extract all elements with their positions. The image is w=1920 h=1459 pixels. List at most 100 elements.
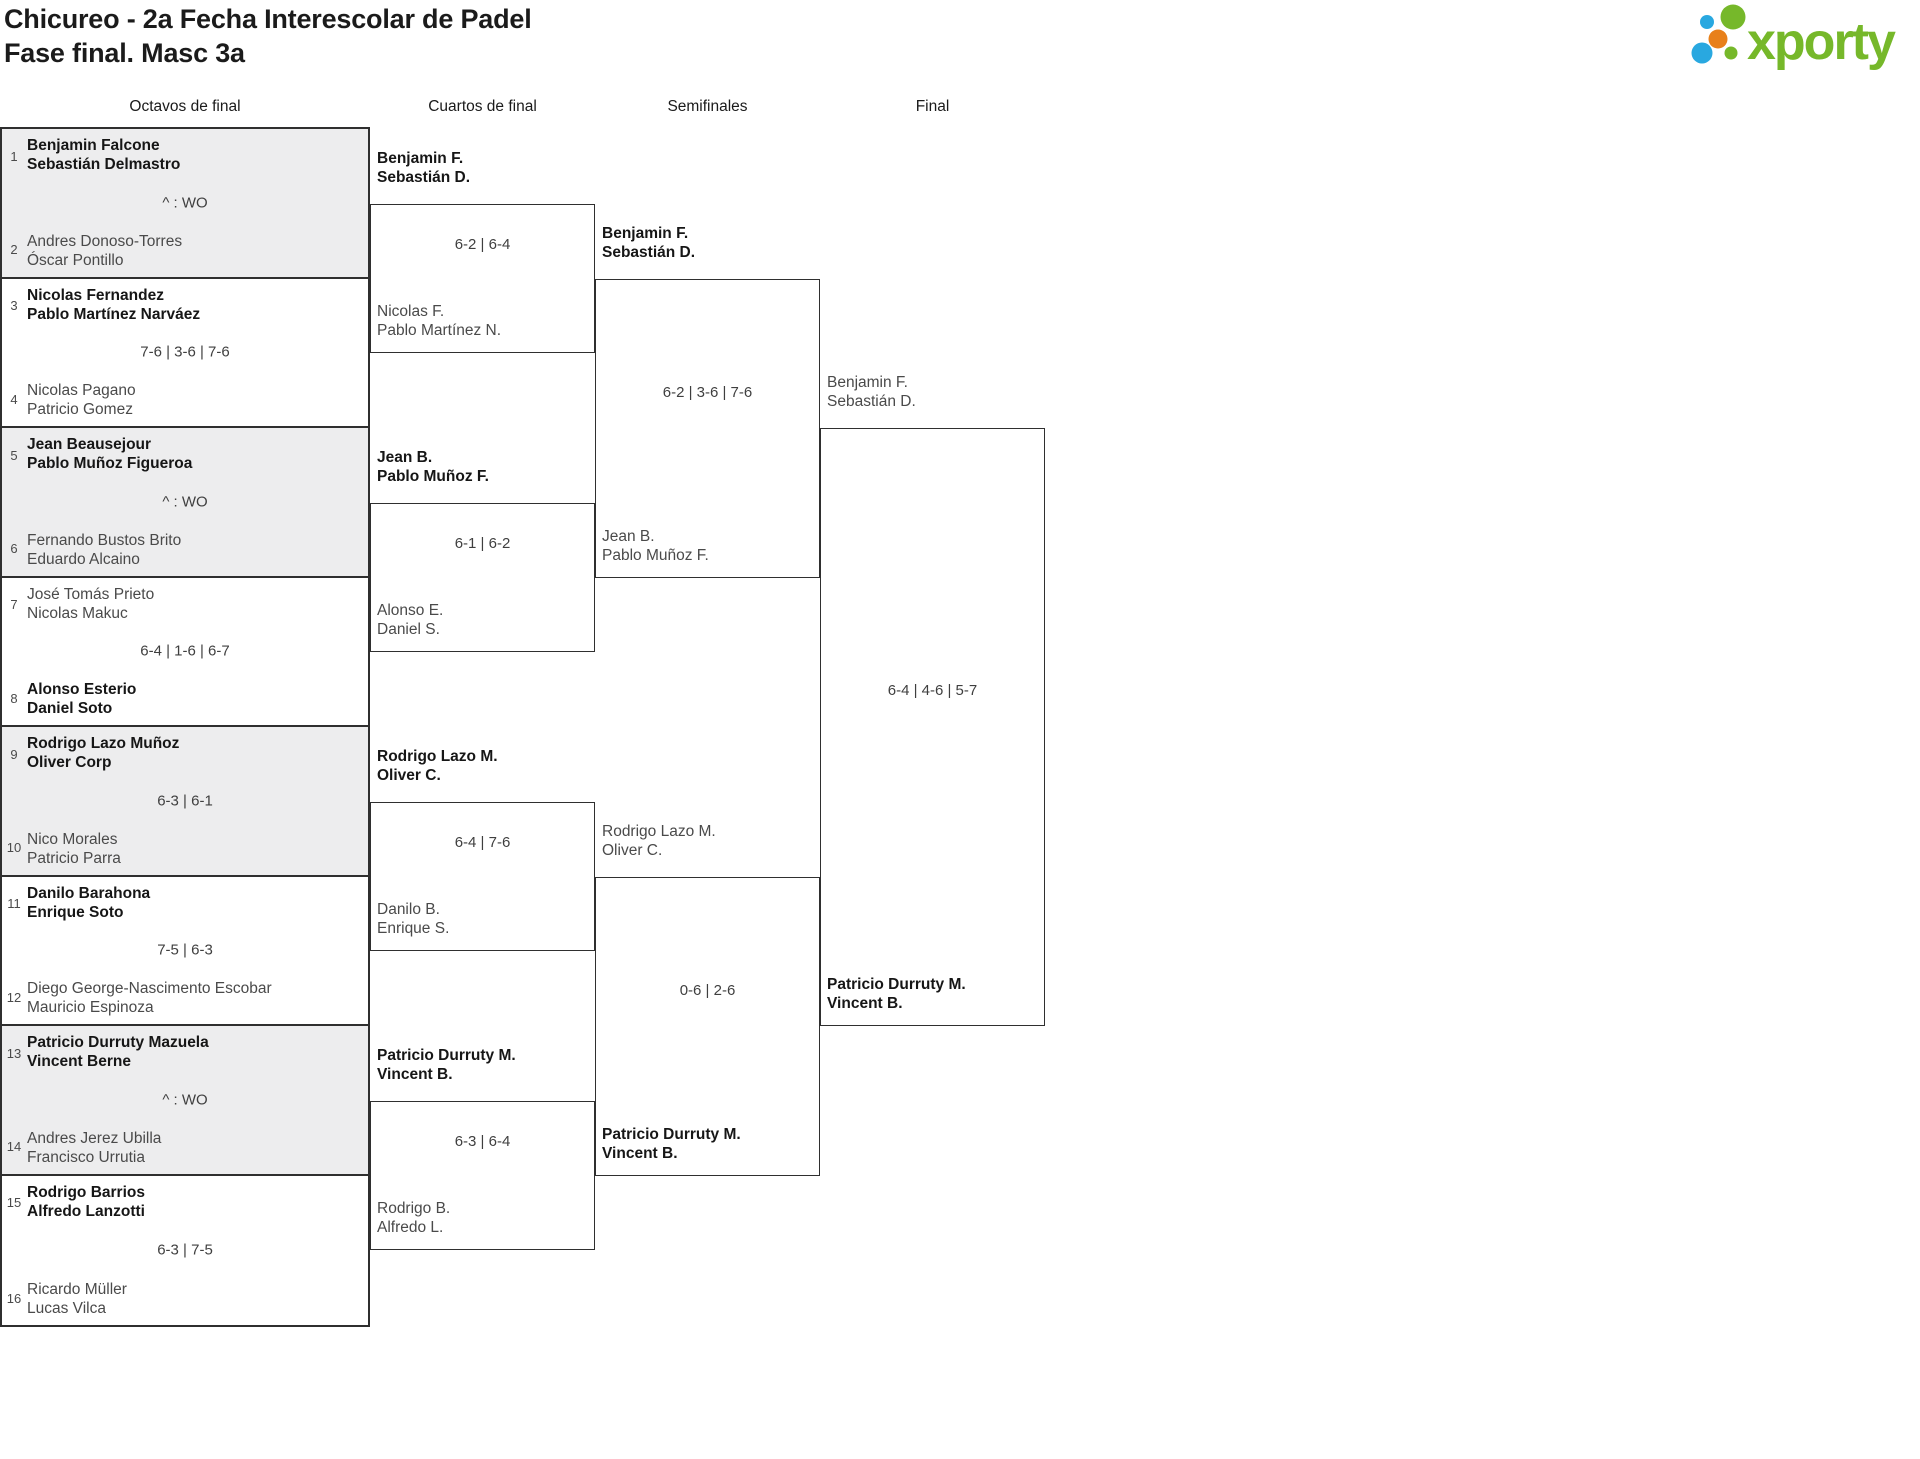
seed-number: 10 <box>6 840 22 855</box>
player-name: Rodrigo Lazo M. <box>377 747 498 765</box>
player-name: Sebastián D. <box>827 393 916 410</box>
seed-number: 14 <box>6 1139 22 1154</box>
player-name: Rodrigo Barrios <box>27 1183 145 1201</box>
team-pair: Nico Morales Patricio Parra <box>27 830 121 868</box>
column-header-final: Final <box>915 98 950 115</box>
team-pair: Rodrigo B. Alfredo L. <box>377 1199 450 1237</box>
player-name: Jean B. <box>377 448 433 466</box>
team-pair: Benjamin Falcone Sebastián Delmastro <box>27 136 180 174</box>
player-name: Enrique S. <box>377 920 450 937</box>
team-pair: Benjamin F. Sebastián D. <box>602 224 695 262</box>
player-name: Pablo Martínez Narváez <box>27 305 201 323</box>
player-name: Danilo B. <box>377 901 440 918</box>
match-score: 6-3 | 6-4 <box>454 1132 511 1150</box>
seed-number: 5 <box>10 447 18 463</box>
player-name: Pablo Martínez N. <box>377 322 502 339</box>
team-pair: José Tomás Prieto Nicolas Makuc <box>27 585 154 623</box>
seed-number: 11 <box>7 896 21 911</box>
logo-wordmark: xporty <box>1747 13 1896 71</box>
match-score: 6-3 | 7-5 <box>157 1241 213 1259</box>
player-name: Jean B. <box>602 527 655 545</box>
player-name: Pablo Muñoz F. <box>377 467 489 485</box>
player-name: Oliver Corp <box>27 754 112 771</box>
player-name: Andres Jerez Ubilla <box>27 1129 162 1147</box>
logo-dot-green-big <box>1720 4 1746 30</box>
player-name: Rodrigo B. <box>377 1200 451 1217</box>
team-pair: Patricio Durruty Mazuela Vincent Berne <box>27 1033 209 1071</box>
player-name: Rodrigo Lazo Muñoz <box>27 735 180 752</box>
semifinal-match-1: Benjamin F. Sebastián D. 6-2 | 3-6 | 7-6… <box>595 225 820 578</box>
player-name: Patricio Parra <box>27 849 121 867</box>
player-name: Lucas Vilca <box>27 1300 106 1317</box>
column-header-octavos: Octavos de final <box>129 98 241 115</box>
seed-number: 1 <box>10 148 18 164</box>
seed-number: 13 <box>6 1045 22 1061</box>
player-name: Daniel Soto <box>27 700 113 717</box>
player-name: Benjamin F. <box>602 224 689 242</box>
player-name: Sebastián D. <box>602 243 696 261</box>
octavos-match-6: 11 Danilo Barahona Enrique Soto 7-5 | 6-… <box>2 876 368 1026</box>
octavos-bracket-table: 1 Benjamin Falcone Sebastián Delmastro ^… <box>0 127 370 1327</box>
team-pair: Alonso Esterio Daniel Soto <box>27 680 136 718</box>
page-title: Chicureo - 2a Fecha Interescolar de Pade… <box>4 2 532 70</box>
player-name: Nicolas Makuc <box>27 604 128 622</box>
player-name: Sebastián Delmastro <box>27 156 181 173</box>
logo-dot-blue-small <box>1700 15 1714 29</box>
match-score: ^ : WO <box>162 493 208 511</box>
seed-number: 15 <box>6 1195 22 1210</box>
team-pair: Danilo Barahona Enrique Soto <box>27 884 150 922</box>
player-name: Patricio Durruty M. <box>827 976 966 993</box>
player-name: Vincent B. <box>377 1065 453 1083</box>
player-name: Eduardo Alcaino <box>27 550 140 568</box>
match-score: 6-4 | 1-6 | 6-7 <box>140 642 230 660</box>
cuartos-match-4: Patricio Durruty M. Vincent B. 6-3 | 6-4… <box>370 1047 595 1250</box>
final-match: Benjamin F. Sebastián D. 6-4 | 4-6 | 5-7… <box>820 374 1045 1026</box>
xporty-logo[interactable]: xporty <box>1683 0 1920 78</box>
player-name: Alfredo L. <box>377 1219 444 1236</box>
match-score: 7-5 | 6-3 <box>157 941 213 959</box>
player-name: Pablo Muñoz F. <box>602 546 709 564</box>
player-name: Alfredo Lanzotti <box>27 1202 145 1220</box>
match-score: 6-2 | 3-6 | 7-6 <box>662 383 753 401</box>
team-pair: Patricio Durruty M. Vincent B. <box>377 1046 516 1084</box>
player-name: Benjamin F. <box>377 149 464 167</box>
player-name: Enrique Soto <box>27 903 124 921</box>
player-name: Danilo Barahona <box>27 884 151 902</box>
seed-number: 3 <box>10 298 18 313</box>
team-pair: Patricio Durruty M. Vincent B. <box>602 1125 741 1163</box>
player-name: Benjamin Falcone <box>27 137 160 154</box>
player-name: Patricio Durruty Mazuela <box>27 1034 209 1051</box>
match-score: 6-3 | 6-1 <box>157 792 213 810</box>
team-pair: Ricardo Müller Lucas Vilca <box>27 1280 127 1318</box>
logo-dot-blue-big <box>1691 42 1713 64</box>
team-pair: Rodrigo Lazo M. Oliver C. <box>377 747 498 785</box>
seed-number: 16 <box>6 1290 22 1306</box>
cuartos-match-2: Jean B. Pablo Muñoz F. 6-1 | 6-2 Alonso … <box>370 449 595 652</box>
team-pair: Andres Jerez Ubilla Francisco Urrutia <box>27 1129 161 1167</box>
seed-number: 7 <box>10 597 18 612</box>
seed-number: 9 <box>10 746 18 762</box>
player-name: Patricio Durruty M. <box>602 1125 741 1143</box>
match-score: 6-4 | 7-6 <box>454 833 511 851</box>
team-pair: Jean B. Pablo Muñoz F. <box>602 527 709 565</box>
phase-name: Fase final. Masc 3a <box>4 38 245 68</box>
octavos-match-1: 1 Benjamin Falcone Sebastián Delmastro ^… <box>2 129 368 279</box>
player-name: Andres Donoso-Torres <box>27 232 183 250</box>
cuartos-match-1: Benjamin F. Sebastián D. 6-2 | 6-4 Nicol… <box>370 150 595 353</box>
player-name: Sebastián D. <box>377 168 471 186</box>
team-pair: Jean B. Pablo Muñoz F. <box>377 448 489 486</box>
player-name: Fernando Bustos Brito <box>27 531 182 549</box>
team-pair: Diego George-Nascimento Escobar Mauricio… <box>27 979 272 1017</box>
octavos-match-2: 3 Nicolas Fernandez Pablo Martínez Narvá… <box>2 278 368 428</box>
team-pair: Nicolas Pagano Patricio Gomez <box>27 381 136 419</box>
octavos-match-3: 5 Jean Beausejour Pablo Muñoz Figueroa ^… <box>2 428 368 578</box>
player-name: Nicolas Pagano <box>27 382 136 399</box>
team-pair: Alonso E. Daniel S. <box>377 601 443 639</box>
team-pair: Danilo B. Enrique S. <box>377 900 449 938</box>
octavos-match-4: 7 José Tomás Prieto Nicolas Makuc 6-4 | … <box>2 577 368 727</box>
team-pair: Benjamin F. Sebastián D. <box>827 373 916 411</box>
team-pair: Nicolas F. Pablo Martínez N. <box>377 302 501 340</box>
player-name: Nico Morales <box>27 830 118 848</box>
xporty-logo-graphic: xporty <box>1691 4 1898 71</box>
team-pair: Rodrigo Lazo M. Oliver C. <box>602 822 716 860</box>
